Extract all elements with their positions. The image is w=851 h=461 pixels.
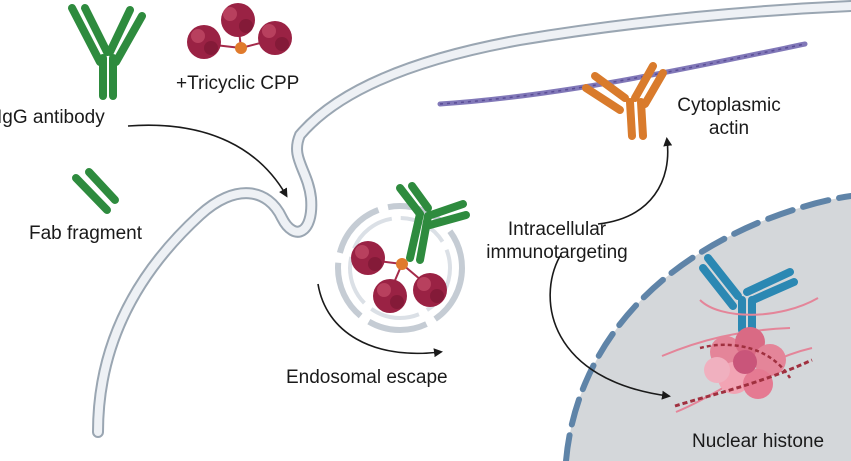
actin-filament <box>437 41 808 107</box>
plasma-membrane <box>92 0 851 438</box>
tricyclic-cpp-label: +Tricyclic CPP <box>176 73 300 94</box>
intracellular-label-line1: Intracellular <box>507 219 607 240</box>
fab-fragment-label: Fab fragment <box>29 223 142 244</box>
tricyclic-cpp-icon <box>187 3 292 59</box>
nucleus <box>563 193 851 461</box>
arrows <box>127 124 673 400</box>
cytoplasmic-actin-label: Cytoplasmic actin <box>670 94 788 140</box>
nuclear-histone-label: Nuclear histone <box>692 431 825 452</box>
endosomal-escape-arrow <box>317 283 443 358</box>
endosome-antibody-icon <box>396 182 470 264</box>
intracellular-immunotargeting-label: Intracellular immunotargeting <box>474 218 640 264</box>
to-histone-arrow <box>549 255 671 400</box>
entry-arrow <box>127 124 288 198</box>
endosomal-escape-label: Endosomal escape <box>286 367 448 388</box>
nuclear-envelope <box>563 193 851 461</box>
nucleosome-icon <box>661 297 819 413</box>
igg-antibody-label: IgG antibody <box>0 107 105 128</box>
to-actin-arrow <box>597 137 673 225</box>
intracellular-label-line2: immunotargeting <box>486 242 628 263</box>
endosome-icon <box>335 182 470 333</box>
cytoplasmic-label-line1: Cytoplasmic <box>677 95 781 116</box>
endosome-cpp-cargo <box>351 241 447 313</box>
igg-antibody-icon <box>68 4 146 100</box>
cytoplasmic-label-line2: actin <box>708 118 750 139</box>
fab-fragment-icon <box>72 168 119 214</box>
actin-antibody-icon <box>582 62 667 140</box>
